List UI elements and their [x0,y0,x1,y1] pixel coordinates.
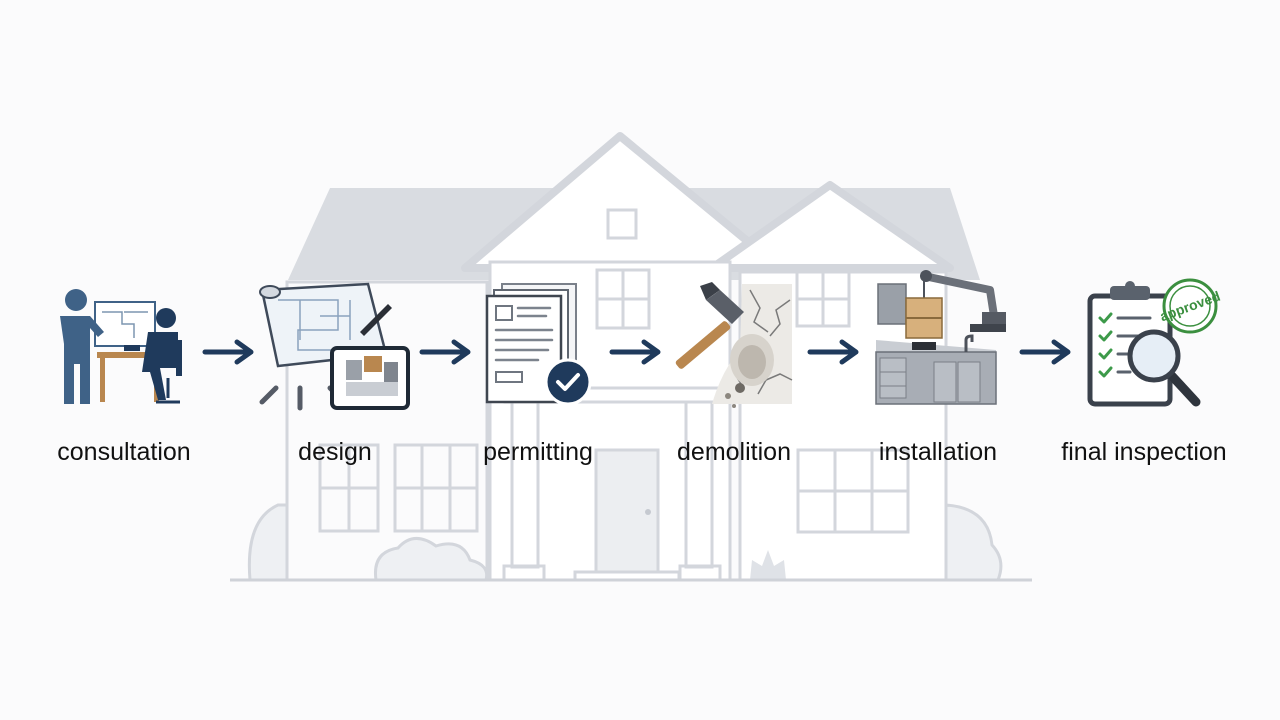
arrow-right-icon [807,339,859,365]
step-label-consultation: consultation [57,438,191,466]
bush-right [944,503,1003,582]
kitchen-crane-icon [875,270,1006,405]
blueprint-icon [259,282,410,411]
clipboard-inspection-icon: approved [1087,278,1222,407]
step-label-design: design [298,438,372,466]
house-right-gable [708,181,954,272]
step-label-permitting: permitting [483,438,593,466]
consultation-icon [60,289,182,404]
arrow-right-icon [202,339,254,365]
step-label-final-inspection: final inspection [1061,438,1227,466]
step-label-installation: installation [878,438,998,466]
arrow-right-icon [609,339,661,365]
small-plant [750,550,786,580]
hammer-icon [675,282,793,408]
arrow-right-icon [419,339,471,365]
arrow-right-icon [1019,339,1071,365]
permit-document-icon [485,283,592,406]
attic-window [606,208,638,240]
arrows-group [202,339,1071,365]
bush-center [373,537,489,582]
step-label-demolition: demolition [677,438,791,466]
door-knob [645,509,651,515]
bush-left [247,503,289,582]
